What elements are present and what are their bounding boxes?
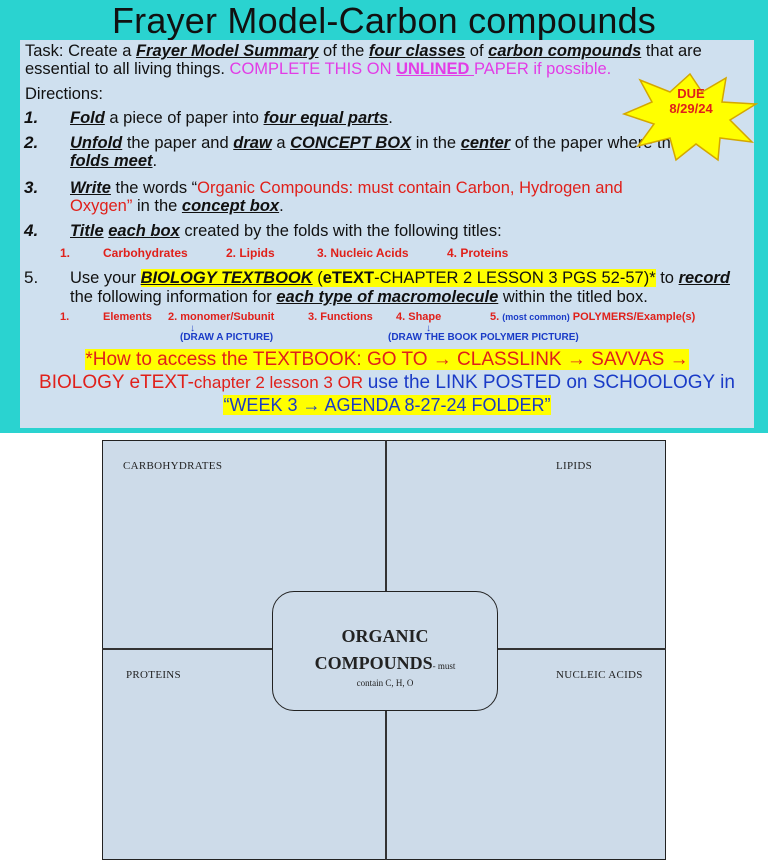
step-1: Fold a piece of paper into four equal pa… xyxy=(70,109,393,127)
quadrant-proteins: PROTEINS xyxy=(126,669,181,681)
task-line-2: essential to all living things. COMPLETE… xyxy=(25,60,612,78)
access-line-1: *How to access the TEXTBOOK: GO TO → CLA… xyxy=(85,349,689,370)
access-line-3: “WEEK 3 → AGENDA 8-27-24 FOLDER” xyxy=(223,395,551,415)
step-4-number: 4. xyxy=(24,221,39,240)
slide: Frayer Model-Carbon compounds Task: Crea… xyxy=(0,0,768,433)
draw-note-1: (DRAW A PICTURE) xyxy=(180,332,274,343)
concept-line-2: COMPOUNDS- must xyxy=(314,653,456,673)
concept-line-1: ORGANIC xyxy=(341,626,429,646)
quadrant-nucleic-acids: NUCLEIC ACIDS xyxy=(556,669,643,681)
step-2-number: 2. xyxy=(24,133,39,152)
step-5-cont: the following information for each type … xyxy=(70,288,648,306)
arrow-down-icon: ↓ xyxy=(190,323,195,334)
arrow-down-icon: ↓ xyxy=(426,323,431,334)
step-5: Use your BIOLOGY TEXTBOOK (eTEXT-CHAPTER… xyxy=(70,269,730,287)
info-5: 5. (most common) POLYMERS/Example(s) xyxy=(490,311,696,323)
step-2-cont: folds meet. xyxy=(70,152,158,170)
slide-title: Frayer Model-Carbon compounds xyxy=(111,0,657,41)
access-line-2: BIOLOGY eTEXT-chapter 2 lesson 3 OR use … xyxy=(39,372,735,393)
step-5-number: 5. xyxy=(24,268,39,287)
step-4: Title each box created by the folds with… xyxy=(70,222,502,240)
frayer-term: Frayer Model Summary xyxy=(135,42,319,60)
concept-line-3: contain C, H, O xyxy=(356,678,414,688)
due-date: DUE 8/29/24 xyxy=(669,86,713,116)
step-2: Unfold the paper and draw a CONCEPT BOX … xyxy=(70,134,680,152)
quadrant-carbohydrates: CARBOHYDRATES xyxy=(123,460,223,472)
step-1-number: 1. xyxy=(24,108,39,127)
task-line-1: Task: Create a Frayer Model Summary of t… xyxy=(25,42,702,60)
concept-box: ORGANIC COMPOUNDS- must contain C, H, O xyxy=(272,591,498,711)
directions-label: Directions: xyxy=(25,85,103,103)
quadrant-lipids: LIPIDS xyxy=(556,460,593,472)
draw-note-2: (DRAW THE BOOK POLYMER PICTURE) xyxy=(388,332,579,343)
due-star-badge xyxy=(622,72,758,162)
step-3-cont: Oxygen” in the concept box. xyxy=(70,197,284,215)
step-3: Write the words “Organic Compounds: must… xyxy=(70,179,623,197)
instructions-panel: Task: Create a Frayer Model Summary of t… xyxy=(20,40,754,428)
step-3-number: 3. xyxy=(24,178,39,197)
